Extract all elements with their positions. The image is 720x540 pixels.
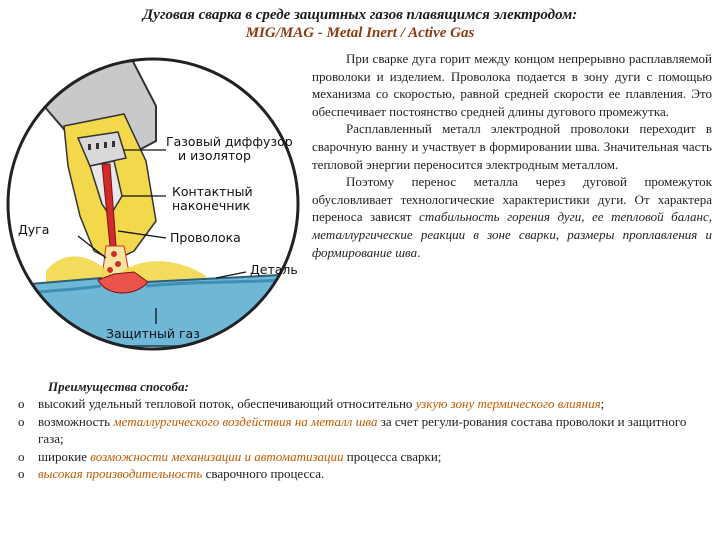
description-p2: Расплавленный металл электродной проволо… <box>312 121 712 172</box>
bullet-marker: o <box>18 466 25 482</box>
list-item: o высокая производительность сварочного … <box>18 465 698 482</box>
label-contact-1: Контактный <box>172 184 253 199</box>
item-text: широкие <box>38 448 91 464</box>
weld-pool <box>97 271 149 294</box>
description-p3-end: . <box>417 244 421 260</box>
description-text: При сварке дуга горит между концом непре… <box>312 50 712 261</box>
gas-diffuser <box>76 131 127 167</box>
item-highlight: возможности механизации и автоматизации <box>90 448 344 464</box>
bullet-marker: o <box>18 448 25 464</box>
list-item: o высокий удельный тепловой поток, обесп… <box>18 395 698 412</box>
welding-diagram: Газовый диффузор и изолятор Контактный н… <box>6 46 300 364</box>
advantages-section: Преимущества способа: o высокий удельный… <box>18 378 698 482</box>
item-highlight: металлургического воздействия на металл … <box>113 413 378 429</box>
advantages-list: o высокий удельный тепловой поток, обесп… <box>18 395 698 482</box>
advantages-heading: Преимущества способа: <box>48 379 189 394</box>
item-text-end: ; <box>600 396 605 412</box>
label-gas: Защитный газ <box>106 326 200 341</box>
list-item: o возможность металлургического воздейст… <box>18 413 698 448</box>
label-diffuser-2: и изолятор <box>178 148 251 163</box>
label-part: Деталь <box>250 262 298 277</box>
label-contact-2: наконечник <box>172 198 251 213</box>
label-diffuser-1: Газовый диффузор <box>166 134 293 149</box>
item-text-end: за счет регули-рования состава проволоки… <box>38 413 687 447</box>
item-text-end: процесса сварки; <box>343 448 442 464</box>
item-text: возможность <box>38 413 114 429</box>
description-p3: Поэтому перенос металла через дуговой пр… <box>312 173 712 261</box>
item-text: высокий удельный тепловой поток, обеспеч… <box>38 396 416 412</box>
description-p3-italic: стабильность горения дуги, ее тепловой б… <box>312 209 712 260</box>
item-highlight: высокая производительность <box>38 466 203 482</box>
bullet-marker: o <box>18 413 25 429</box>
description-p1: При сварке дуга горит между концом непре… <box>312 51 712 119</box>
bullet-marker: o <box>18 396 25 412</box>
page-title: Дуговая сварка в среде защитных газов пл… <box>142 7 578 23</box>
list-item: o широкие возможности механизации и авто… <box>18 448 698 465</box>
label-wire: Проволока <box>170 230 241 245</box>
label-arc: Дуга <box>18 222 49 237</box>
page-subtitle: MIG/MAG - Metal Inert / Active Gas <box>245 25 475 41</box>
description-p3-text: Поэтому перенос металла через дуговой пр… <box>312 174 712 225</box>
item-text-end: сварочного процесса. <box>202 466 325 482</box>
item-highlight: узкую зону термического влияния <box>415 396 601 412</box>
